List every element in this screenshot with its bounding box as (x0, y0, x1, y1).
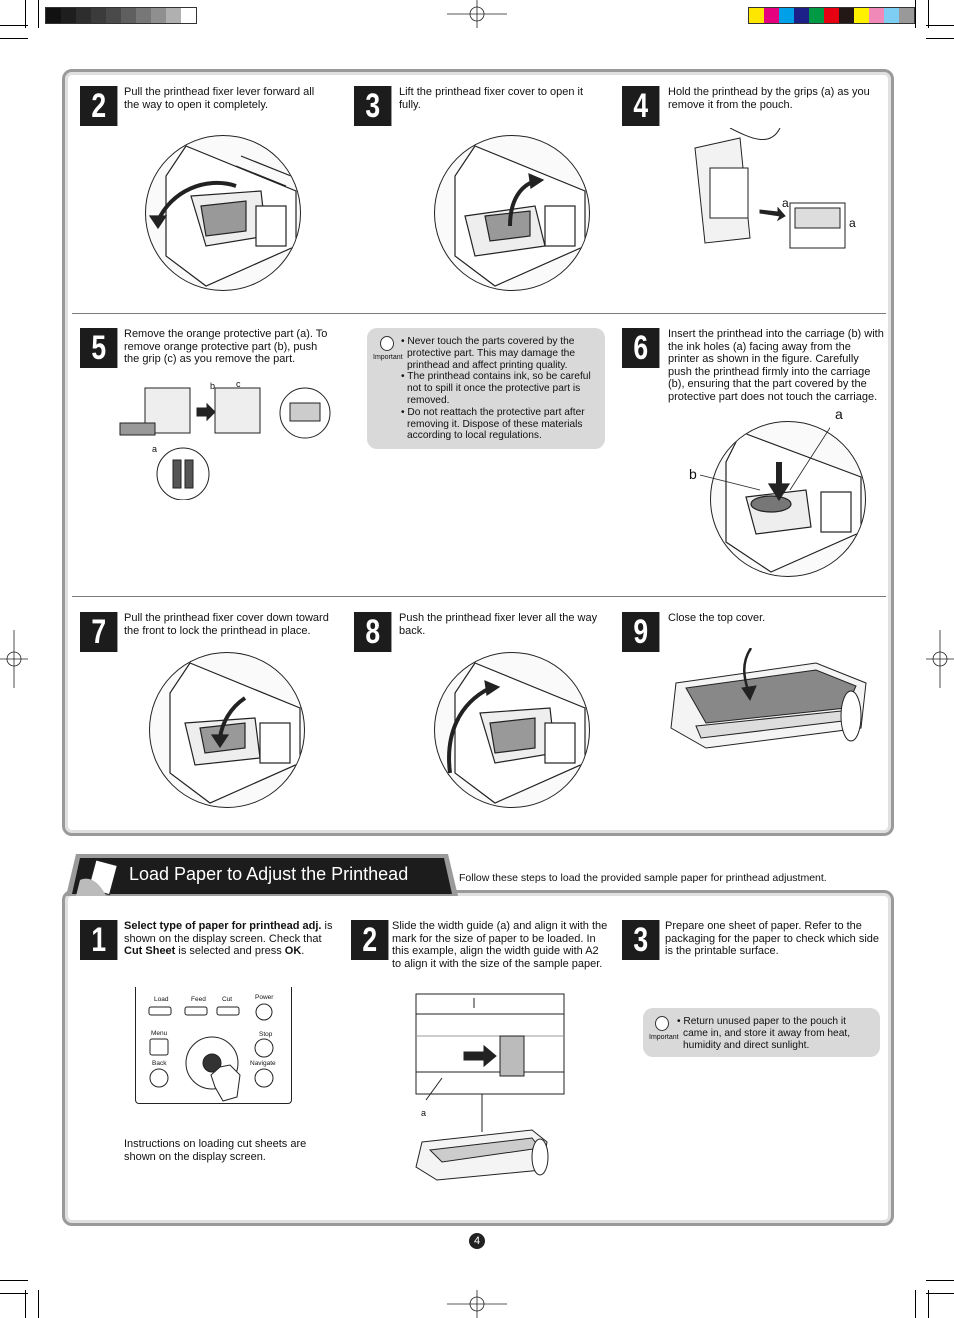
carriage-label: b (689, 466, 697, 482)
step-text: Remove the orange protective part (a). T… (124, 328, 328, 366)
grip-label: c (236, 379, 241, 389)
color-swatch (899, 8, 914, 23)
gray-swatch (91, 8, 106, 23)
section-intro: Follow these steps to load the provided … (459, 872, 827, 884)
gray-color-bar (45, 7, 197, 24)
control-panel-buttons (148, 1003, 274, 1102)
step-text: Pull the printhead fixer cover down towa… (124, 612, 329, 637)
power-button-label: Power (255, 994, 274, 1001)
important-icon: Important (649, 1016, 679, 1044)
step-note: Instructions on loading cut sheets are s… (124, 1138, 307, 1163)
part-label: a (152, 444, 158, 454)
color-swatch (869, 8, 884, 23)
important-item: • Return unused paper to the pouch it ca… (677, 1016, 851, 1051)
important-item: • Never touch the parts covered by the p… (401, 336, 575, 371)
step-text: Hold the printhead by the grips (a) as y… (668, 86, 870, 111)
important-note: Important • Return unused paper to the p… (643, 1008, 880, 1057)
fixer-lever-push-illustration (434, 652, 590, 808)
row-divider (72, 313, 886, 314)
color-swatch (839, 8, 854, 23)
important-item: • The printhead contains ink, so be care… (401, 371, 591, 406)
step-number: 9 (622, 612, 660, 652)
gray-swatch (136, 8, 151, 23)
color-swatch (824, 8, 839, 23)
color-swatch (809, 8, 824, 23)
gray-swatch (166, 8, 181, 23)
step-text: Pull the printhead fixer lever forward a… (124, 86, 315, 111)
color-swatch (749, 8, 764, 23)
printer-close-cover-illustration (670, 648, 867, 749)
step-text: Close the top cover. (668, 612, 766, 624)
grip-label: a (782, 196, 789, 210)
color-swatch (764, 8, 779, 23)
gray-swatch (121, 8, 136, 23)
step-number: 3 (354, 86, 392, 126)
gray-swatch (181, 8, 196, 23)
color-swatch (884, 8, 899, 23)
width-guide-illustration (415, 993, 565, 1181)
step-number: 7 (80, 612, 118, 652)
step-number: 2 (351, 920, 389, 960)
printhead-insert-illustration (710, 421, 866, 577)
color-swatch (854, 8, 869, 23)
navigate-button-label: Navigate (250, 1060, 276, 1067)
step-number: 6 (622, 328, 660, 368)
section-banner (66, 854, 458, 896)
page-number: 4 (469, 1233, 485, 1249)
step-text: Slide the width guide (a) and align it w… (392, 920, 608, 970)
printhead-cover-illustration (434, 135, 590, 291)
step-text: Push the printhead fixer lever all the w… (399, 612, 598, 637)
step-number: 8 (354, 612, 392, 652)
step-number: 3 (622, 920, 660, 960)
gray-swatch (46, 8, 61, 23)
gray-swatch (76, 8, 91, 23)
gray-swatch (151, 8, 166, 23)
feed-button-label: Feed (191, 996, 206, 1003)
step-number: 4 (622, 86, 660, 126)
cut-button-label: Cut (222, 996, 233, 1003)
step-number: 5 (80, 328, 118, 368)
printhead-pouch-illustration (694, 128, 846, 249)
load-button-label: Load (154, 996, 169, 1003)
gray-swatch (106, 8, 121, 23)
part-label: b (210, 381, 216, 391)
color-swatch (794, 8, 809, 23)
step-number: 2 (80, 86, 118, 126)
step-text: Lift the printhead fixer cover to open i… (399, 86, 584, 111)
step-text: Insert the printhead into the carriage (… (668, 328, 884, 403)
menu-button-label: Menu (151, 1030, 168, 1037)
protective-part-removal-illustration (119, 387, 331, 500)
color-swatch (779, 8, 794, 23)
process-color-bar (748, 7, 915, 24)
fixer-cover-close-illustration (149, 652, 305, 808)
important-icon: Important (373, 336, 403, 364)
step-text: Prepare one sheet of paper. Refer to the… (665, 920, 880, 958)
printhead-lever-illustration (145, 135, 301, 291)
important-note: Important • Never touch the parts covere… (367, 328, 605, 449)
step-number: 1 (80, 920, 118, 960)
gray-swatch (61, 8, 76, 23)
step-text: Select type of paper for printhead adj. … (124, 920, 333, 958)
stop-button-label: Stop (259, 1031, 273, 1038)
callout-lines (699, 427, 830, 491)
grip-label: a (849, 216, 856, 230)
ink-holes-label: a (835, 406, 843, 422)
section-title: Load Paper to Adjust the Printhead (129, 864, 409, 884)
width-guide-label: a (421, 1108, 427, 1118)
important-item: • Do not reattach the protective part af… (401, 406, 585, 442)
back-button-label: Back (152, 1060, 167, 1067)
row-divider (72, 596, 886, 597)
